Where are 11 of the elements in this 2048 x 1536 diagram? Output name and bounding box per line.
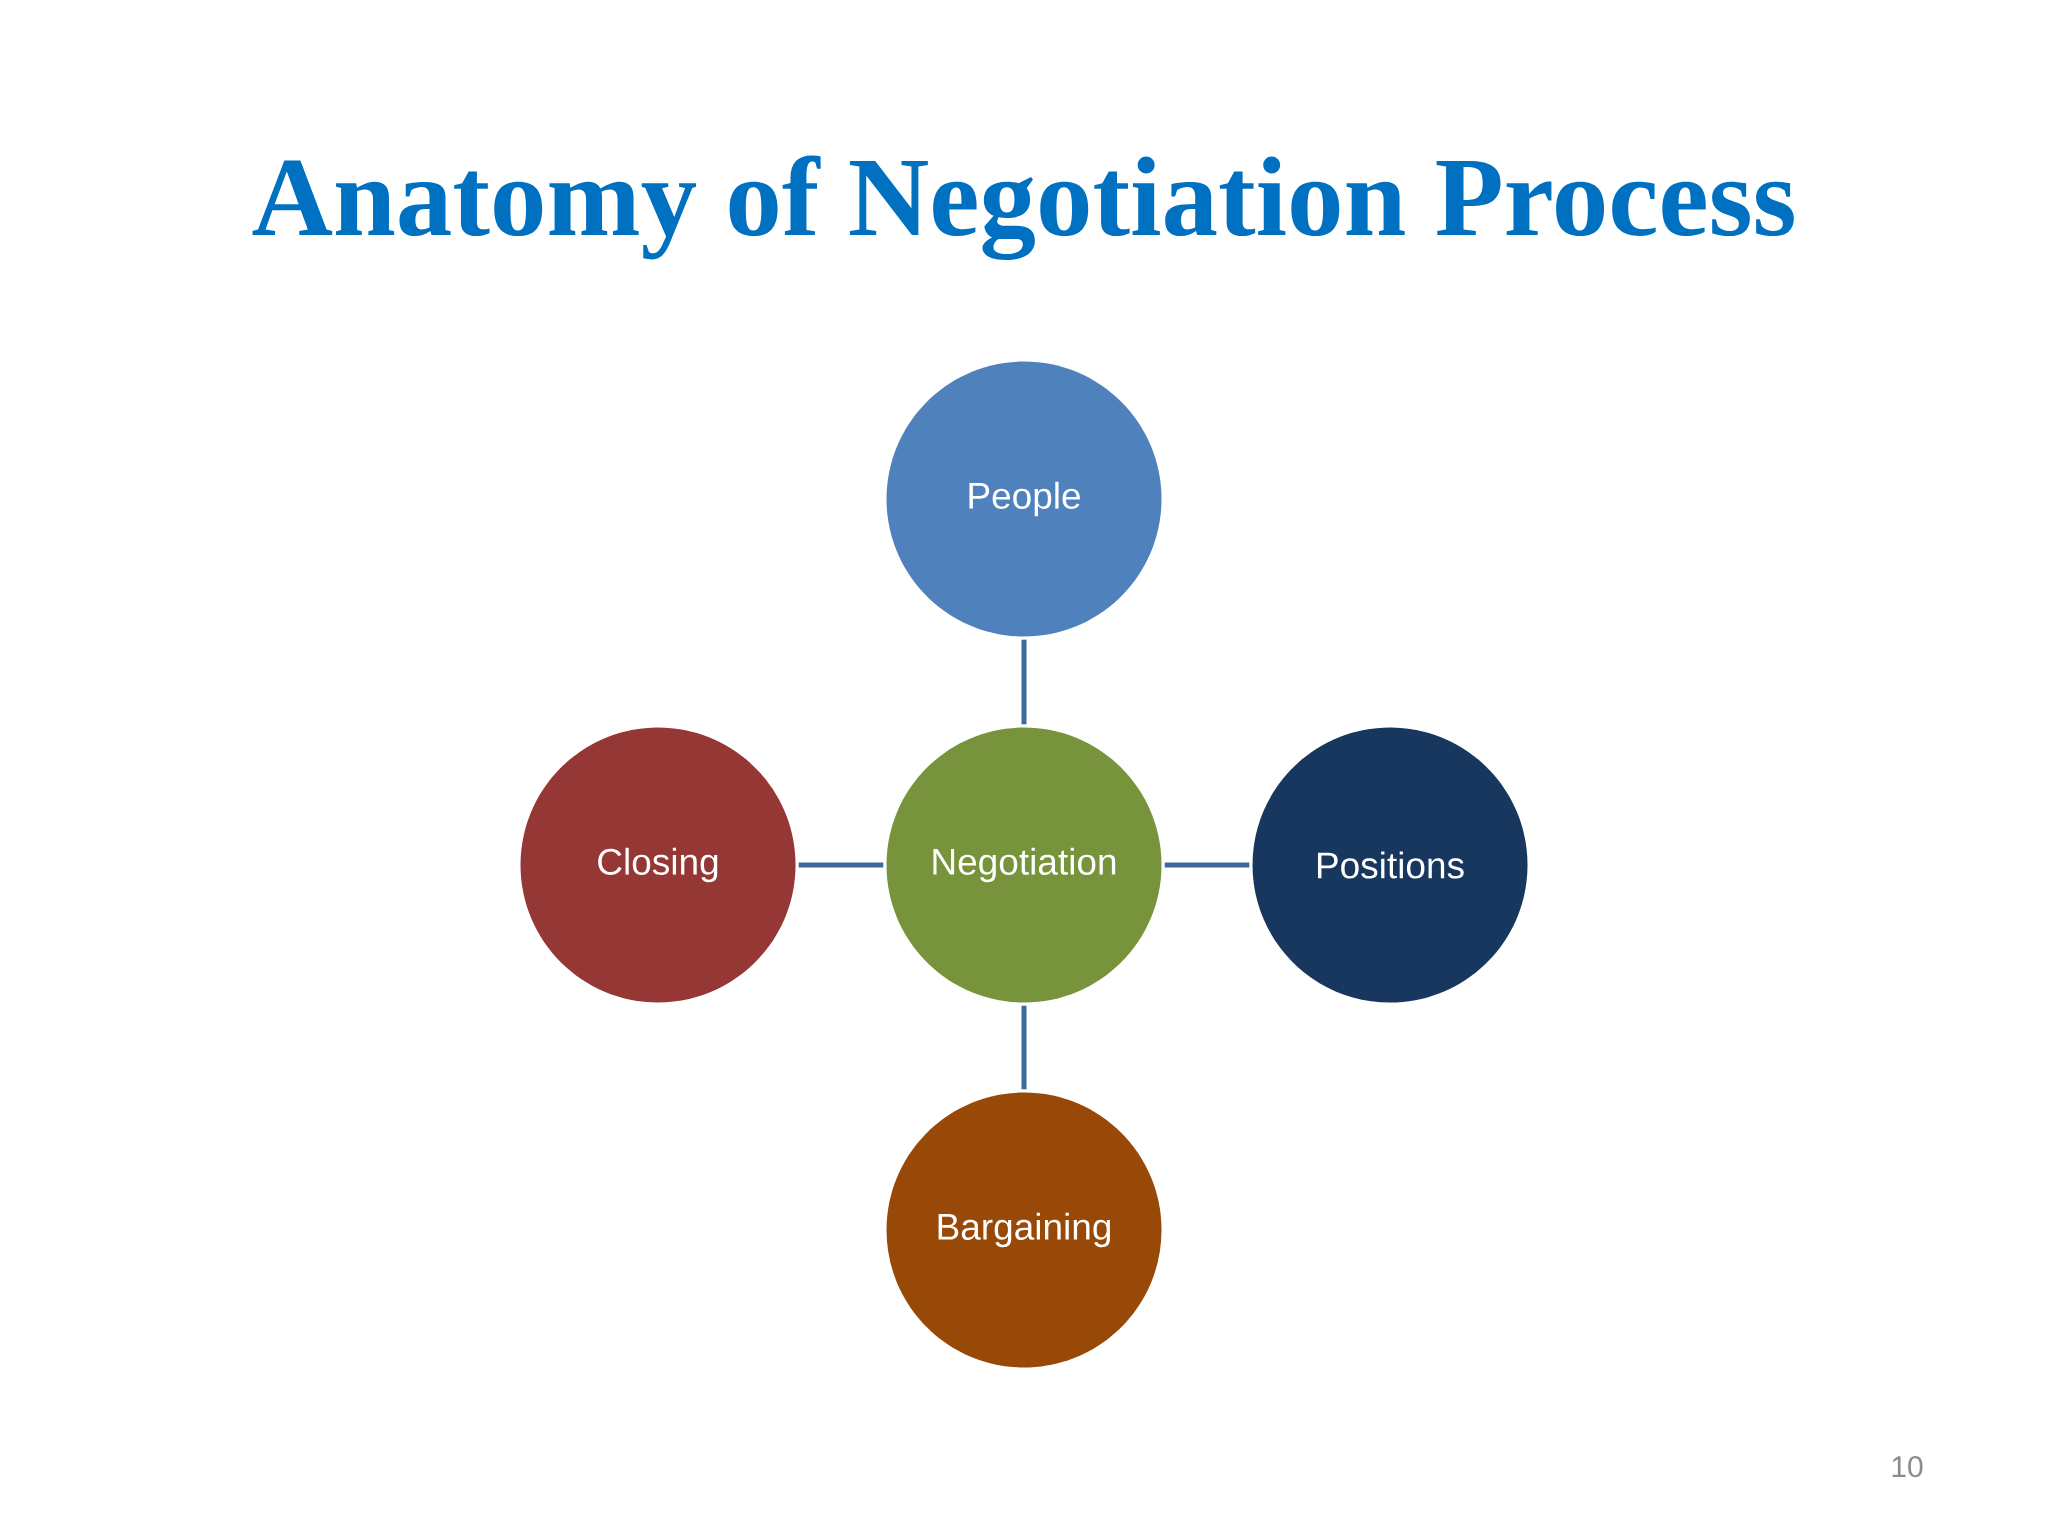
circle-node: Bargaining (886, 1092, 1162, 1368)
page-number: 10 (1892, 1456, 1923, 1478)
title: Anatomy of Negotiation Process (252, 155, 1794, 260)
connector-line (798, 862, 884, 868)
circle-node: Negotiation (886, 727, 1162, 1003)
connector-line (1164, 862, 1250, 868)
circle-node: People (886, 361, 1162, 637)
connector-line (1021, 1005, 1027, 1090)
connector-line (1021, 639, 1027, 725)
circle-node: Closing (520, 727, 796, 1003)
circle-node: Positions (1252, 727, 1528, 1003)
